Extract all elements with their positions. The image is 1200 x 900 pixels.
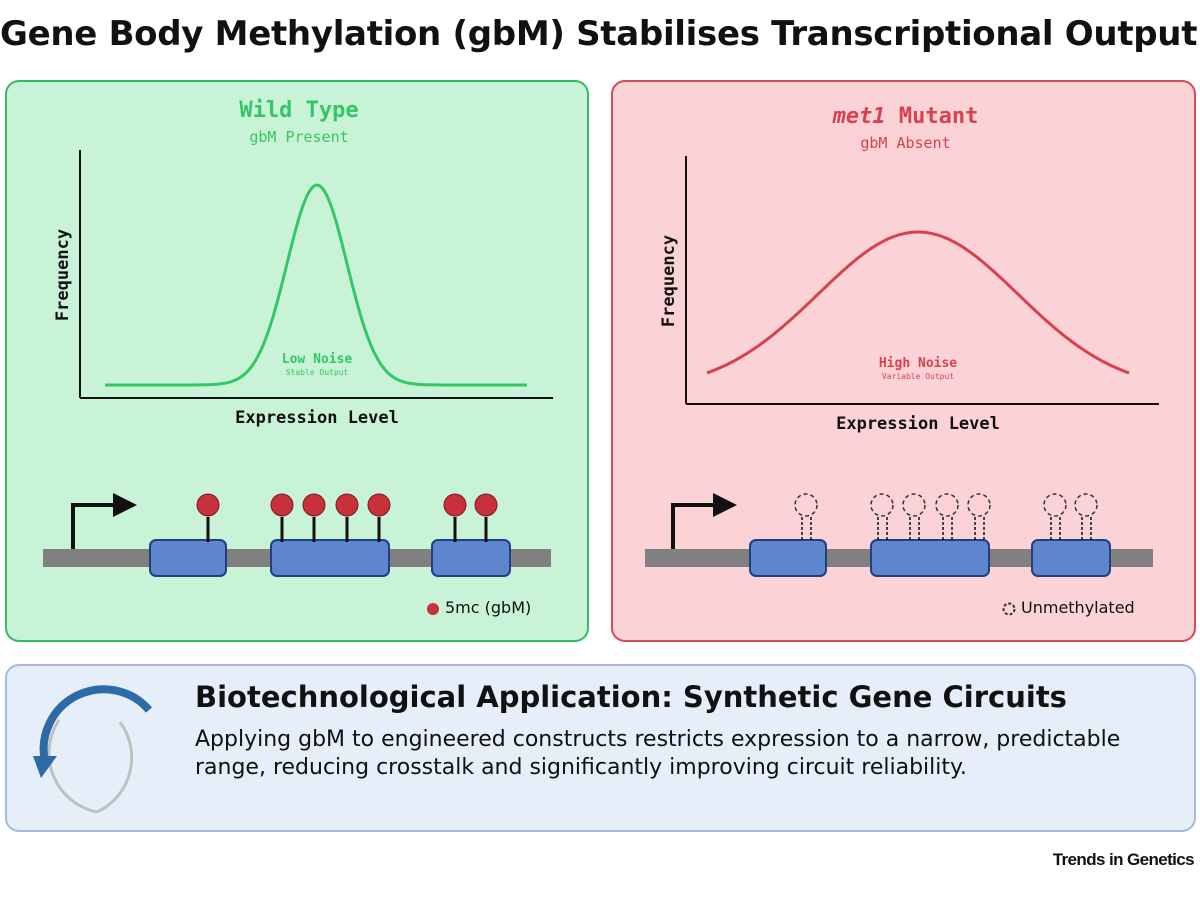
met1-mutant-panel: met1 Mutant gbM Absent Frequency Express… [611,80,1196,642]
exon-2 [270,539,390,577]
unmethylated-circle-icon [1002,602,1016,615]
unmethylated-legend-label: Unmethylated [1021,598,1135,617]
x-axis-label: Expression Level [235,408,399,428]
wild-type-distribution-plot: Frequency Expression Level Low Noise Sta… [43,150,553,577]
unmethylated-site-icon [1043,493,1067,517]
methyl-mark-icon [367,493,391,517]
unmethylated-site-icon [870,493,894,517]
stable-output-label: Stable Output [286,368,349,377]
methyl-mark-icon [196,493,220,517]
y-axis-label: Frequency [53,229,73,321]
wild-type-title: Wild Type [239,98,359,123]
gene-construct [645,493,1153,577]
gene-construct [43,493,551,577]
unmethylated-site-icon [967,493,991,517]
low-noise-label: Low Noise [282,352,353,367]
mutant-subtitle: gbM Absent [860,134,951,152]
methyl-mark-icon [443,493,467,517]
exon-3 [431,539,511,577]
wild-type-subtitle: gbM Present [249,128,349,146]
narrow-distribution-curve [105,183,527,387]
unmethylated-sites [794,493,1098,542]
x-axis-label: Expression Level [836,414,1000,434]
mutant-title-rest: Mutant [885,104,979,129]
cycle-arrow-icon [33,685,153,814]
methyl-mark-icon [270,493,294,517]
methylation-legend: 5mc (gbM) [427,598,531,617]
application-title: Biotechnological Application: Synthetic … [195,680,1067,714]
unmethylated-legend: Unmethylated [1001,598,1135,617]
application-description: Applying gbM to engineered constructs re… [195,727,1121,780]
methyl-mark-icon [335,493,359,517]
application-panel: Biotechnological Application: Synthetic … [5,664,1196,832]
promoter-arrow-icon [71,493,137,549]
figure-title: Gene Body Methylation (gbM) Stabilises T… [0,14,1198,54]
exon-1 [149,539,227,577]
variable-output-label: Variable Output [882,372,954,381]
unmethylated-site-icon [1074,493,1098,517]
wild-type-panel: Wild Type gbM Present Frequency Expressi… [5,80,589,642]
exon-3 [1031,539,1111,577]
methyl-mark-icon [474,493,498,517]
exon-1 [749,539,827,577]
promoter-arrow-icon [671,493,737,549]
methylated-dot-icon [427,602,439,615]
mutant-title: met1 Mutant [613,104,1198,129]
unmethylated-site-icon [794,493,818,517]
y-axis-label: Frequency [659,235,679,327]
high-noise-label: High Noise [879,356,957,371]
broad-distribution-curve [706,230,1130,375]
mutant-distribution-plot: Frequency Expression Level High Noise Va… [645,156,1159,577]
unmethylated-site-icon [902,493,926,517]
methylated-legend-label: 5mc (gbM) [445,598,532,617]
methylation-marks [196,493,498,542]
unmethylated-site-icon [935,493,959,517]
methyl-mark-icon [302,493,326,517]
exon-2 [870,539,990,577]
journal-logo: Trends in Genetics [1052,850,1195,869]
mutant-gene-name: met1 [832,104,886,129]
